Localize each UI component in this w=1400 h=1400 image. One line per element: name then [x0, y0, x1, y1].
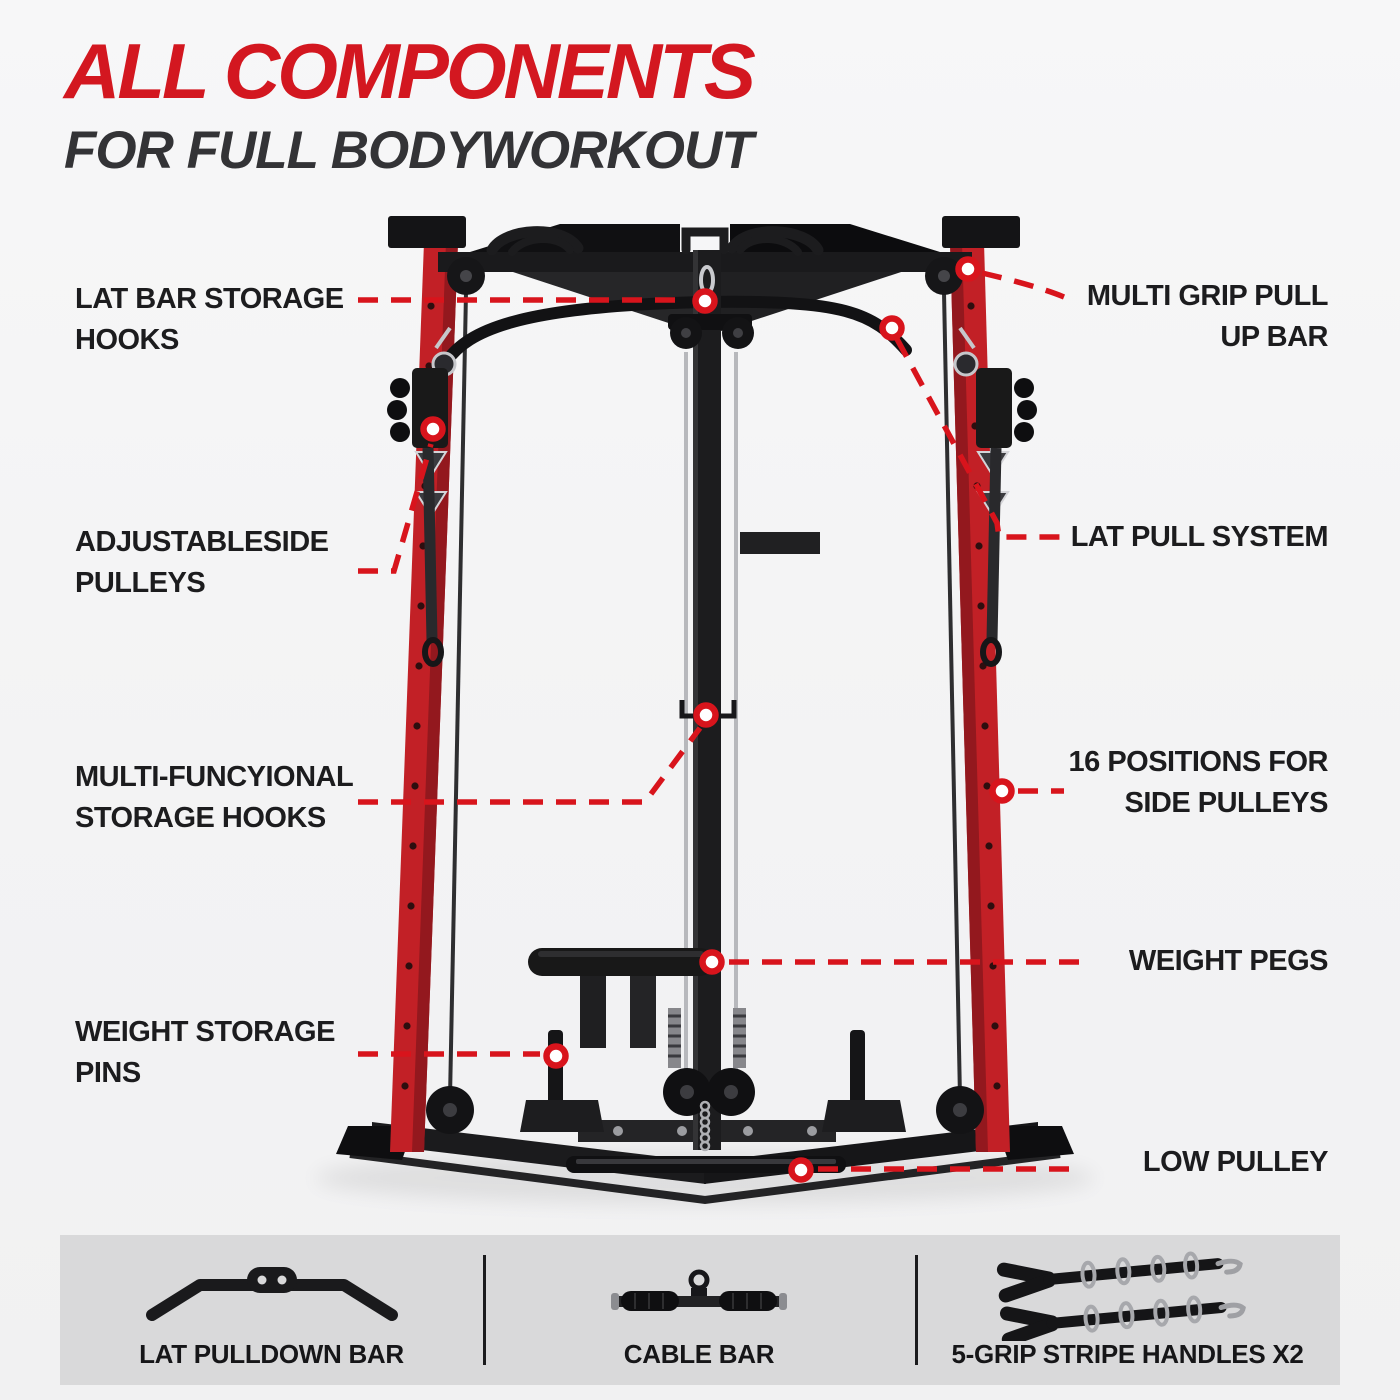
- callout-lines: [358, 270, 1082, 1172]
- callout-lat-pull-system: LAT PULL SYSTEM: [1070, 521, 1329, 553]
- accessory-label: 5-GRIP STRIPE HANDLES X2: [951, 1339, 1304, 1369]
- center-tower: [580, 250, 820, 1152]
- panel-divider: [483, 1255, 486, 1365]
- five-grip-stripe-handles-icon: [988, 1251, 1268, 1341]
- accessory-label: CABLE BAR: [623, 1339, 775, 1369]
- accessory-lat-pulldown-bar: LAT PULLDOWN BAR: [60, 1235, 483, 1385]
- line-lat-pull: [894, 337, 1064, 540]
- callout-markers: [420, 256, 1015, 1183]
- chain: [699, 1100, 711, 1152]
- panel-divider: [915, 1255, 918, 1365]
- marker-weight-storage: [543, 1043, 569, 1069]
- weight-storage-pin-right: [822, 1030, 906, 1132]
- callout-weight-pegs: WEIGHT PEGS: [1128, 945, 1329, 977]
- page-subtitle: FOR FULL BODYWORKOUT: [64, 121, 754, 180]
- lat-pulldown-bar-icon: [142, 1253, 402, 1337]
- marker-adjustable-side: [420, 416, 446, 442]
- left-upright: [388, 216, 466, 1152]
- callout-16-positions-for-side-pulleys: 16 POSITIONS FOR SIDE PULLEYS: [1068, 746, 1329, 819]
- marker-multi-functional: [693, 702, 719, 728]
- callout-weight-storage-pins: WEIGHT STORAGE PINS: [75, 1016, 335, 1089]
- marker-low-pulley: [788, 1157, 814, 1183]
- low-pulley-bar: [566, 1156, 846, 1173]
- line-multi-grip: [981, 270, 1066, 300]
- callout-low-pulley: LOW PULLEY: [1142, 1146, 1329, 1178]
- cable-bar-icon: [599, 1253, 799, 1337]
- callout-lat-bar-storage-hooks: LAT BAR STORAGE HOOKS: [75, 283, 344, 356]
- accessory-cable-bar: CABLE BAR: [483, 1235, 915, 1385]
- callout-multi-functional-storage-hooks: MULTI-FUNCYIONAL STORAGE HOOKS: [75, 761, 353, 834]
- accessory-label: LAT PULLDOWN BAR: [139, 1339, 404, 1369]
- marker-lat-bar-storage: [692, 288, 718, 314]
- weight-peg: [528, 948, 714, 976]
- page-title: ALL COMPONENTS: [64, 27, 756, 115]
- marker-lat-pull: [879, 315, 905, 341]
- right-pulley-carriage: [953, 326, 1037, 667]
- line-adjustable-side: [358, 443, 434, 574]
- marker-weight-pegs: [699, 949, 725, 975]
- line-multi-functional: [358, 726, 703, 805]
- callout-adjustable-side-pulleys: ADJUSTABLESIDE PULLEYS: [75, 526, 329, 599]
- springs: [668, 1008, 746, 1068]
- marker-multi-grip: [955, 256, 981, 282]
- callout-multi-grip-pull-up-bar: MULTI GRIP PULL UP BAR: [1086, 280, 1329, 353]
- marker-16-positions: [989, 778, 1015, 804]
- accessories-panel: LAT PULLDOWN BAR CABLE BAR: [60, 1235, 1340, 1385]
- accessory-five-grip-handles: 5-GRIP STRIPE HANDLES X2: [915, 1235, 1340, 1385]
